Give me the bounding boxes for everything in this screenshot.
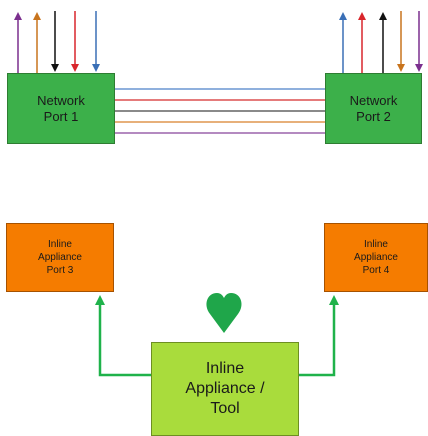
- tool-link-port3: [95, 295, 151, 377]
- network-port-1[interactable]: Network Port 1: [7, 73, 115, 144]
- port2-arrows: [339, 11, 423, 73]
- network-port-1-label: Network Port 1: [37, 92, 85, 124]
- network-port-2-label: Network Port 2: [349, 92, 398, 124]
- inline-appliance-port-4-label: Inline Appliance Port 4: [354, 239, 398, 276]
- network-port-2[interactable]: Network Port 2: [325, 73, 422, 144]
- inline-appliance-port-4[interactable]: Inline Appliance Port 4: [324, 223, 428, 292]
- tool-link-port4: [299, 295, 339, 377]
- inline-appliance-tool-label: Inline Appliance / Tool: [185, 360, 265, 417]
- inline-appliance-port-3[interactable]: Inline Appliance Port 3: [6, 223, 114, 292]
- inline-appliance-tool[interactable]: Inline Appliance / Tool: [151, 342, 299, 436]
- inline-appliance-port-3-label: Inline Appliance Port 3: [38, 239, 82, 276]
- port1-arrows: [14, 11, 100, 73]
- port-links: [115, 88, 325, 134]
- heart-icon: [206, 293, 242, 333]
